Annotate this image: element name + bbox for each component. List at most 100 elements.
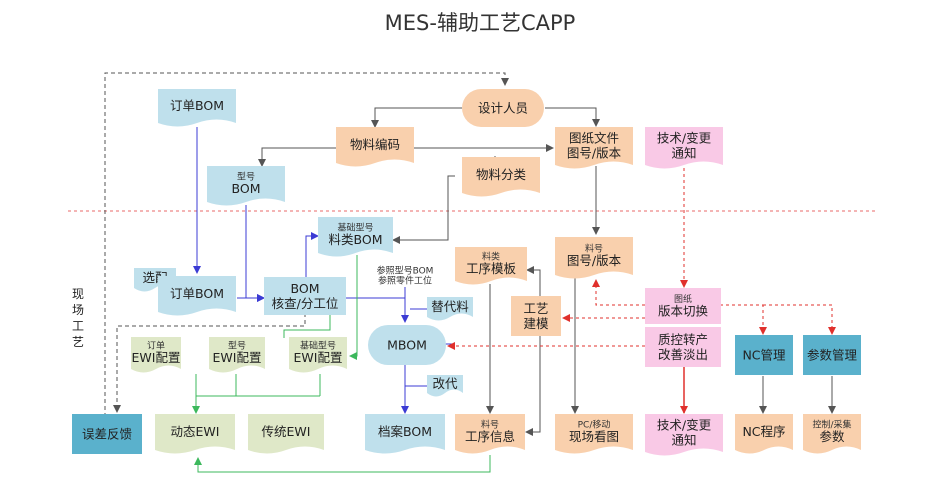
node-label-line1: 改代 xyxy=(432,376,458,391)
edges xyxy=(104,72,836,473)
node-shape xyxy=(427,297,473,321)
node-label-small: 图纸 xyxy=(674,293,692,305)
edge-bomcheck-to-feedback xyxy=(113,313,306,413)
node-label-line1: NC管理 xyxy=(742,348,786,363)
node-shape xyxy=(645,127,723,169)
node-label-line1: 参照型号BOM xyxy=(377,265,434,277)
edge-bom-check-to-base-bom xyxy=(305,232,319,277)
node-shape xyxy=(555,127,633,169)
node-label-line2: 通知 xyxy=(671,146,696,161)
node-label-line1: EWI配置 xyxy=(132,350,181,365)
node-label-line2: 通知 xyxy=(671,433,696,448)
node-shape xyxy=(803,335,861,375)
node-label-line1: 图纸文件 xyxy=(569,131,619,146)
node-label-line2: 核查/分工位 xyxy=(272,296,339,311)
node-label-line1: 订单BOM xyxy=(170,98,224,113)
node-shape xyxy=(72,414,142,454)
node-shape xyxy=(134,268,176,292)
node-label-small: 型号 xyxy=(228,341,246,352)
node-label-line1: MBOM xyxy=(387,338,427,353)
node-label-small: 料号 xyxy=(585,243,603,255)
edge-switch-to-param xyxy=(763,304,836,335)
node-label-small: PC/移动 xyxy=(578,419,611,431)
node-traditional-ewi: 传统EWI xyxy=(248,414,324,454)
node-label-line1: BOM xyxy=(232,181,261,196)
node-shape xyxy=(158,89,236,127)
node-label-small: 型号 xyxy=(237,172,255,183)
node-archive-bom: 档案BOM xyxy=(365,414,445,454)
node-label-small: 控制/采集 xyxy=(812,419,851,431)
node-label-small: 料类 xyxy=(482,251,500,263)
node-shape xyxy=(455,247,527,285)
node-label-small: 订单 xyxy=(147,340,165,352)
node-label-line1: EWI配置 xyxy=(213,350,262,365)
edge-material-code-to-model-bom xyxy=(258,147,336,167)
node-label-line1: 设计人员 xyxy=(478,101,528,116)
node-shape xyxy=(365,414,445,454)
side-label: 现场工艺 xyxy=(72,287,84,349)
edge-model-bom-to-bom-check xyxy=(245,205,265,302)
node-shape xyxy=(155,414,235,454)
node-substitute: 替代料 xyxy=(427,297,473,321)
node-label-line2: 建模 xyxy=(523,316,549,331)
node-label-line1: 档案BOM xyxy=(378,424,432,439)
node-label-line1: 技术/变更 xyxy=(657,131,712,146)
node-label-line1: EWI配置 xyxy=(294,350,343,365)
node-label-line1: 参数 xyxy=(819,429,845,444)
node-shape xyxy=(455,414,525,454)
node-shape xyxy=(209,337,265,373)
node-label-line1: 工序模板 xyxy=(466,261,517,276)
node-label-small: 基础型号 xyxy=(300,340,336,352)
node-order-bom: 订单BOM xyxy=(158,89,236,127)
node-shape xyxy=(803,414,861,454)
edge-class-to-base-bom xyxy=(392,175,455,244)
nodes: 设计人员订单BOM物料编码图纸文件图号/版本技术/变更通知型号BOM物料分类基础… xyxy=(72,89,861,456)
node-shape xyxy=(462,157,540,197)
node-shape xyxy=(511,296,561,336)
edge-base-bom-to-base-ewi xyxy=(349,255,358,360)
node-label-line1: 工艺 xyxy=(523,301,548,316)
edge-process-info-to-dynamic-ewi xyxy=(194,455,491,473)
node-shape xyxy=(555,414,633,454)
edge-feedback-to-designer xyxy=(104,72,509,417)
node-shape xyxy=(207,166,285,206)
edge-craft-to-template xyxy=(526,266,541,296)
node-shape xyxy=(131,337,181,373)
node-mbom: MBOM xyxy=(368,325,446,365)
edge-switch-to-part-drawing xyxy=(592,279,645,306)
node-label-line1: 传统EWI xyxy=(262,424,311,439)
edge-switch-to-nc xyxy=(720,304,767,335)
edge-designer-to-drawing xyxy=(545,107,600,127)
node-shape xyxy=(735,414,793,454)
node-label-line1: 现场看图 xyxy=(569,429,619,444)
node-label-small: 料号 xyxy=(481,419,499,431)
node-param-manage: 参数管理 xyxy=(803,335,861,375)
node-label-line1: 物料编码 xyxy=(350,137,400,152)
edge-designer-to-material-code xyxy=(371,107,462,128)
node-shape xyxy=(645,327,721,367)
node-shape xyxy=(158,276,236,316)
node-label-line1: 版本切换 xyxy=(658,304,709,319)
node-shape xyxy=(289,337,347,373)
node-label-line1: 物料分类 xyxy=(476,167,527,182)
node-label-line1: 工序信息 xyxy=(465,429,515,444)
node-label-line1: 技术/变更 xyxy=(657,418,712,433)
node-designer: 设计人员 xyxy=(462,89,544,127)
node-shape xyxy=(336,127,414,167)
node-nc-program: NC程序 xyxy=(735,414,793,454)
node-dynamic-ewi: 动态EWI xyxy=(155,414,235,454)
